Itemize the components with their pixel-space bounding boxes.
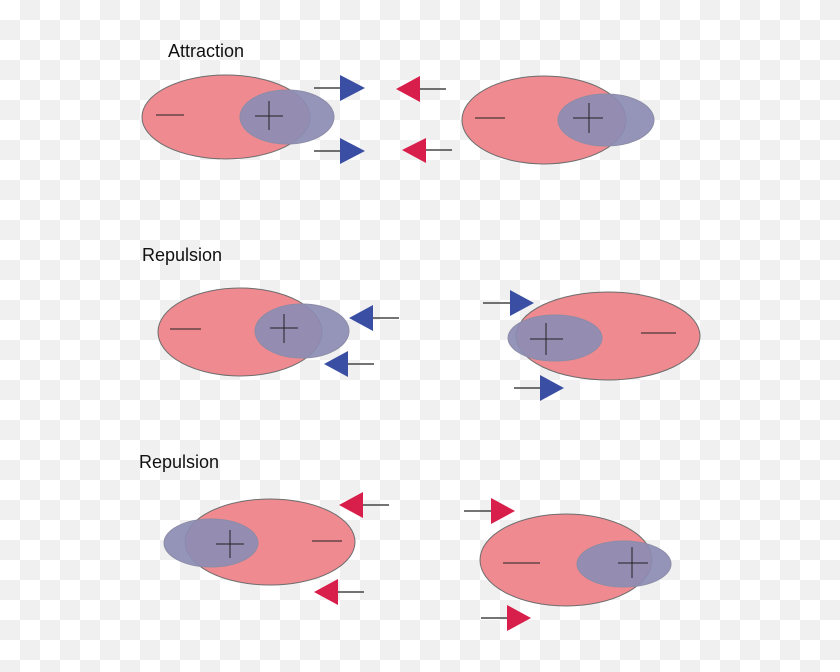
plus-sign	[530, 323, 563, 355]
panel-attraction: Attraction	[141, 41, 655, 165]
positive-charge-core	[557, 93, 655, 147]
plus-sign	[270, 314, 298, 343]
molecule-right-attraction	[461, 75, 655, 165]
panel-repulsion-1: Repulsion	[142, 245, 701, 401]
plus-sign	[618, 547, 648, 578]
positive-charge-core	[576, 540, 672, 588]
arrow-left-blue	[349, 305, 399, 331]
arrow-right-blue	[514, 375, 564, 401]
plus-sign	[216, 530, 244, 558]
panel-title-attraction: Attraction	[168, 41, 244, 61]
positive-charge-core	[239, 89, 335, 145]
arrow-right-red	[464, 498, 515, 524]
arrow-left-red	[396, 76, 446, 102]
arrow-left-blue	[324, 351, 374, 377]
positive-charge-core	[254, 303, 350, 359]
panel-title-repulsion-2: Repulsion	[139, 452, 219, 472]
arrow-right-blue	[314, 75, 365, 101]
molecule-left-repulsion-2	[163, 498, 356, 586]
arrow-left-red	[402, 138, 452, 163]
arrow-left-red	[314, 579, 364, 605]
plus-sign	[255, 101, 283, 130]
arrow-right-blue	[483, 290, 534, 316]
molecule-right-repulsion-1	[507, 291, 701, 381]
positive-charge-core	[507, 314, 603, 362]
panel-title-repulsion-1: Repulsion	[142, 245, 222, 265]
panel-repulsion-2: Repulsion	[139, 452, 672, 631]
positive-charge-core	[163, 518, 259, 568]
arrow-right-blue	[314, 138, 365, 164]
molecule-left-repulsion-1	[157, 287, 350, 377]
molecule-right-repulsion-2	[479, 513, 672, 607]
arrow-right-red	[481, 605, 531, 631]
plus-sign	[573, 103, 603, 133]
arrow-left-red	[339, 492, 389, 518]
molecule-left-attraction	[141, 74, 335, 160]
